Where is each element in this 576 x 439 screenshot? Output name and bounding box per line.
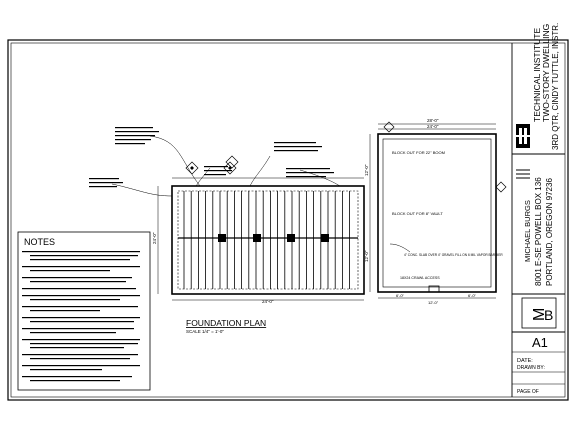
foundation-plan: 24'-0" 24'-0" [89, 127, 365, 334]
course-info: 3RD QTR, CINDY TUTTLE, INSTR. [551, 23, 560, 150]
side-dim-a: 12'-0" [364, 164, 369, 176]
project-name: TWO-STORY DWELLING [541, 24, 551, 122]
page-label: PAGE OF [517, 389, 539, 395]
inner-border [10, 42, 566, 398]
bottom-dim-1: 6'-0" [396, 293, 405, 298]
left-depth-dim: 24'-0" [152, 232, 157, 244]
notes-box: NOTES [17, 231, 151, 391]
sheet-number: A1 [532, 335, 548, 350]
section-marker-right-1 [383, 121, 395, 133]
address-line-2: PORTLAND, OREGON 97236 [545, 178, 554, 286]
leader-lines [111, 135, 341, 197]
slab-callout-note: 4" CONC. SLAB OVER 4" GRAVEL FILL ON 6 M… [404, 253, 503, 257]
crawl-access-opening [428, 285, 440, 293]
date-label: DATE: [517, 358, 533, 364]
address-line-1: 8001 E-SE POWELL BOX 136 [534, 177, 543, 286]
slab-callout-boom: BLOCK OUT FOR 22" BOOM [392, 150, 445, 155]
school-logo [516, 124, 530, 148]
slab-callout-vault: BLOCK OUT FOR 8" VAULT [392, 211, 443, 216]
svg-text:B: B [544, 307, 553, 323]
right-inner-dim: 24'-0" [427, 124, 439, 129]
drawing-scale: SCALE 1/4" = 1'-0" [186, 329, 224, 334]
title-block: TECHNICAL INSTITUTE TWO-STORY DWELLING 3… [511, 23, 565, 397]
monogram-logo: M B [521, 297, 557, 329]
plan-callout-text [89, 127, 334, 188]
notes-heading: NOTES [24, 237, 55, 247]
section-marker-right-2 [495, 181, 507, 193]
divider-marks [516, 169, 530, 179]
piers [218, 234, 329, 242]
right-top-dim: 28'-0" [427, 118, 439, 123]
student-name: MICHAEL BURGS [523, 200, 532, 262]
section-marker-top-2 [223, 161, 237, 175]
svg-text:M: M [531, 308, 548, 321]
notes-text-lines [22, 251, 140, 382]
overall-width-dim: 24'-0" [262, 299, 274, 304]
slab-plan: 28'-0" 24'-0" 12'-0" 12'-0" BLOCK OUT FO… [364, 118, 507, 305]
side-dim-b: 12'-0" [364, 250, 369, 262]
section-marker-side [225, 155, 239, 169]
bottom-dim-2: 12'-0" [428, 300, 439, 305]
school-name: TECHNICAL INSTITUTE [532, 28, 542, 122]
drawn-by-label: DRAWN BY: [517, 365, 545, 371]
crawl-access-callout: 18X24 CRAWL ACCESS [400, 276, 440, 280]
bottom-dim-3: 6'-0" [468, 293, 477, 298]
outer-border [7, 39, 569, 401]
drawing-title: FOUNDATION PLAN [186, 318, 266, 328]
section-marker-top-1 [185, 161, 199, 175]
